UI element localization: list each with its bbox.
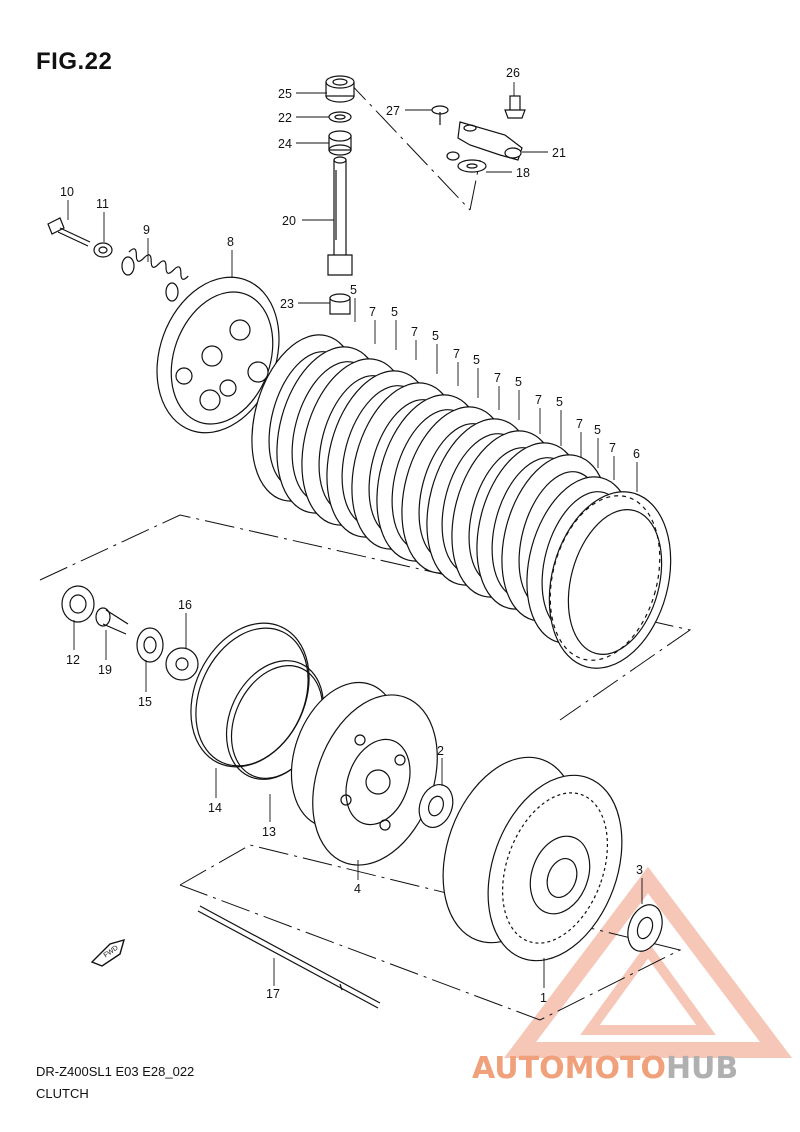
callout-15: 15 [138,695,152,709]
part-12-bearing [61,585,95,623]
callout-25: 25 [278,87,292,101]
callout-5f: 5 [556,395,563,409]
part-26-bolt [504,95,526,119]
leader-lines [67,82,643,988]
part-10-bolt [47,217,91,247]
part-16-lock-washer [165,647,199,681]
part-19-bolt [95,607,129,635]
callout-26: 26 [506,66,520,80]
callout-5g: 5 [594,423,601,437]
figure-title: FIG.22 [36,48,113,75]
part-11-washer [93,242,113,258]
watermark-part1: AUTOMOTO [472,1051,666,1086]
callout-7a: 7 [369,305,376,319]
callout-10: 10 [60,185,74,199]
part-14-wire-ring [190,622,310,768]
callout-23: 23 [280,297,294,311]
part-25-bearing [325,75,355,103]
part-9-spring [121,248,189,302]
watermark-logo [503,866,793,1058]
callout-20: 20 [282,214,296,228]
callout-7f: 7 [576,417,583,431]
part-4-sleeve-hub [290,681,438,866]
part-2-thrust-washer [418,784,454,828]
callout-13: 13 [262,825,276,839]
part-17-push-rod [197,905,381,1009]
callout-5e: 5 [515,375,522,389]
callout-1: 1 [540,991,547,1005]
callout-5c: 5 [432,329,439,343]
callout-2: 2 [437,744,444,758]
callout-7b: 7 [411,325,418,339]
callout-17: 17 [266,987,280,1001]
callout-7c: 7 [453,347,460,361]
section-name: CLUTCH [36,1086,89,1101]
svg-text:AUTOMOTOHUB: AUTOMOTOHUB [472,1051,738,1086]
callout-16: 16 [178,598,192,612]
part-20-release-shaft [327,156,353,276]
callout-18: 18 [516,166,530,180]
callout-12: 12 [66,653,80,667]
callout-7g: 7 [609,441,616,455]
callout-5d: 5 [473,353,480,367]
model-code: DR-Z400SL1 E03 E28_022 [36,1064,195,1079]
callout-labels: 1 2 3 4 5 7 5 7 5 7 5 7 5 7 5 7 5 7 6 8 … [60,66,643,1005]
watermark-text-group: AUTOMOTOHUB [472,1051,738,1086]
callout-6: 6 [633,447,640,461]
clutch-plate-stack [251,334,672,669]
plate-6 [548,491,672,669]
part-21-release-arm [457,121,523,161]
callout-21: 21 [552,146,566,160]
callout-7d: 7 [494,371,501,385]
part-22-washer [328,111,352,123]
callout-5b: 5 [391,305,398,319]
callout-22: 22 [278,111,292,125]
callout-5a: 5 [350,283,357,297]
callout-14: 14 [208,801,222,815]
part-8-pressure-plate [156,276,280,434]
fwd-arrow-icon: FWD [90,938,126,967]
part-1-clutch-housing [442,756,623,962]
part-15-nut [136,627,164,663]
callout-9: 9 [143,223,150,237]
part-3-spacer [627,904,663,952]
part-23-bushing [329,293,351,315]
part-18-washer [446,151,487,173]
part-27-screw [431,105,449,125]
callout-19: 19 [98,663,112,677]
callout-11: 11 [96,197,109,211]
callout-7e: 7 [535,393,542,407]
callout-8: 8 [227,235,234,249]
callout-24: 24 [278,137,292,151]
callout-3: 3 [636,863,643,877]
part-24-needle-bearing [328,130,352,156]
watermark-part2: HUB [666,1051,738,1086]
callout-4: 4 [354,882,361,896]
callout-27: 27 [386,104,400,118]
